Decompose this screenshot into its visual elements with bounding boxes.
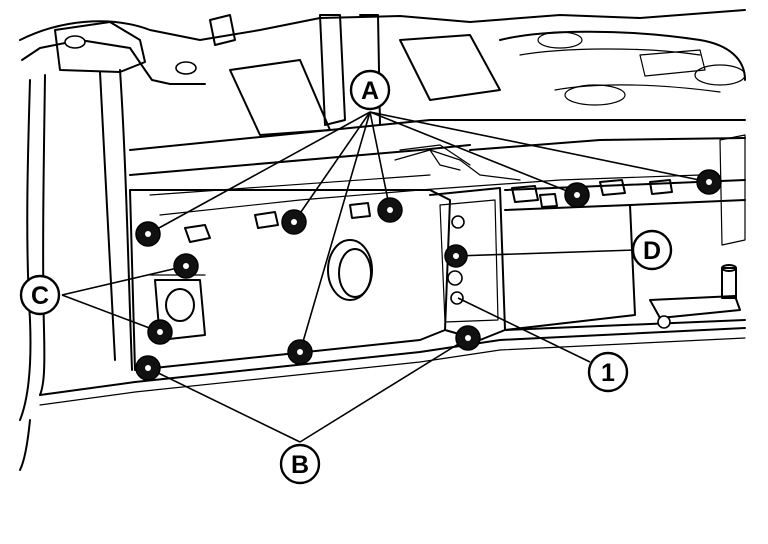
bolt-a-1 xyxy=(135,221,161,247)
bolt-a-6 xyxy=(696,169,722,195)
callout-1: 1 xyxy=(587,351,629,393)
bolts-a xyxy=(135,169,722,365)
callout-d-label: D xyxy=(643,237,661,265)
bolt-c-1 xyxy=(173,253,199,279)
callout-1-label: 1 xyxy=(601,359,615,387)
bolt-a-3 xyxy=(377,197,403,223)
callout-b: B xyxy=(279,443,321,485)
bolt-b-1 xyxy=(135,355,161,381)
bolt-a-2 xyxy=(281,209,307,235)
leader-lines xyxy=(61,111,710,443)
callout-a: A xyxy=(349,69,391,111)
callout-c: C xyxy=(19,274,61,316)
bolt-d-1 xyxy=(444,244,468,268)
bolt-a-4 xyxy=(287,339,313,365)
callout-c-label: C xyxy=(31,282,49,310)
callout-d: D xyxy=(631,229,673,271)
bolts-d xyxy=(444,244,468,268)
bolt-a-5 xyxy=(564,182,590,208)
callout-a-label: A xyxy=(361,77,379,105)
bolt-b-2 xyxy=(455,325,481,351)
callout-b-label: B xyxy=(291,451,309,479)
bolts-b xyxy=(135,325,481,381)
bolt-c-2 xyxy=(147,319,173,345)
bolts-c xyxy=(147,253,199,345)
